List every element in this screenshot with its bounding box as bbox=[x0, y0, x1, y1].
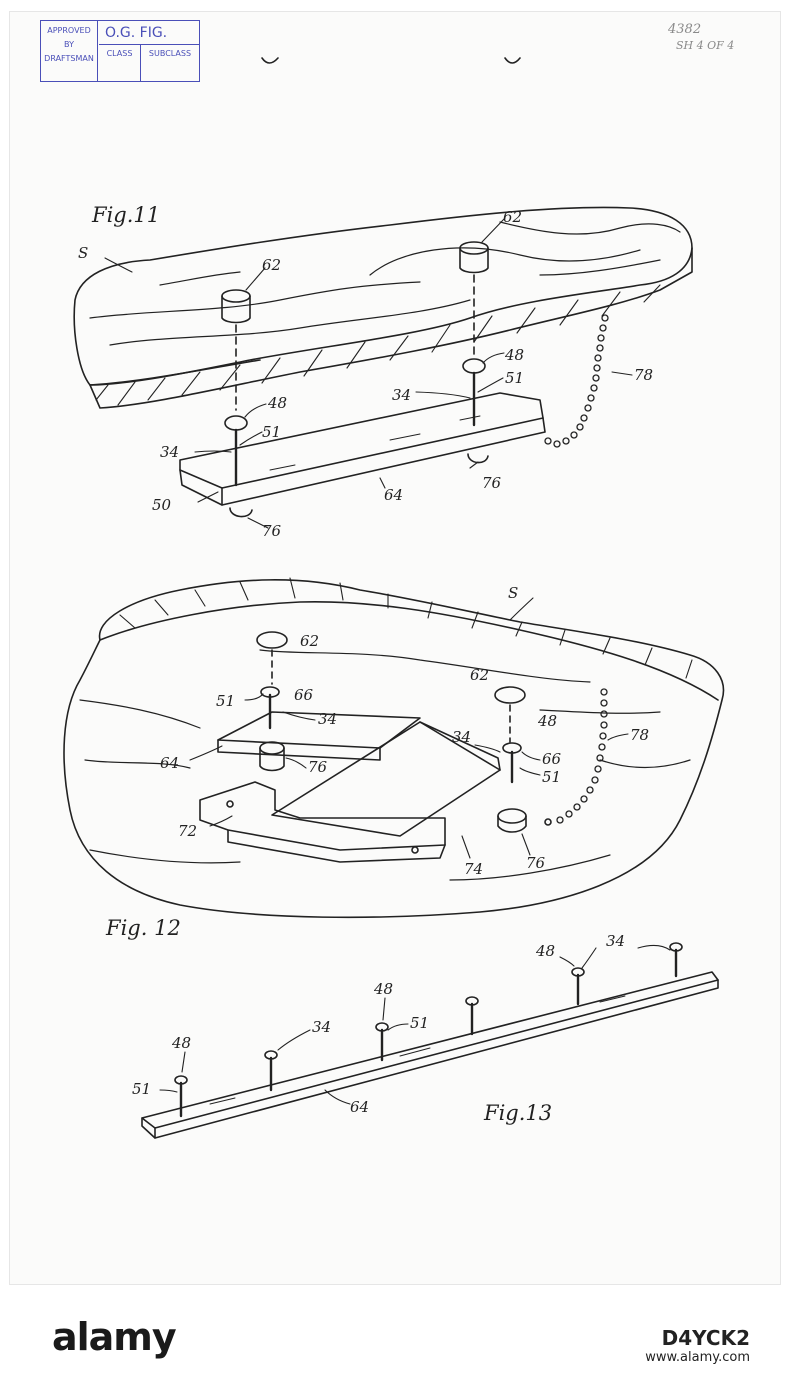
fig12-label-76-left: 76 bbox=[308, 758, 328, 776]
fig12-hatching bbox=[120, 578, 692, 678]
fig12-plate-screw bbox=[545, 819, 551, 825]
fig11-label-34-right: 34 bbox=[392, 386, 411, 404]
fig11-wood-grain bbox=[90, 222, 680, 345]
fig11-title: Fig.11 bbox=[91, 203, 160, 227]
fig11-insole-side bbox=[90, 248, 692, 408]
fig12-hole-right bbox=[495, 687, 525, 703]
fig12-label-76-right: 76 bbox=[526, 854, 546, 872]
fig12-insole-outline bbox=[64, 580, 723, 917]
fig12-label-64: 64 bbox=[160, 754, 179, 772]
fig11-insole-top bbox=[74, 207, 692, 385]
fig13-group: 48 51 34 48 51 64 48 34 Fig.13 bbox=[132, 932, 718, 1138]
fig12-magnet-left-body bbox=[260, 748, 284, 771]
fig11-label-51-left: 51 bbox=[262, 423, 281, 441]
alamy-logo: alamy bbox=[52, 1315, 176, 1359]
fig11-label-34-left: 34 bbox=[160, 443, 179, 461]
image-url: www.alamy.com bbox=[645, 1348, 750, 1368]
fig11-label-62-right: 62 bbox=[503, 208, 522, 226]
fig13-label-48-b: 48 bbox=[373, 980, 393, 998]
fig12-bracket-screw-right bbox=[412, 847, 418, 853]
fig12-label-78: 78 bbox=[630, 726, 649, 744]
fig13-label-51-a: 51 bbox=[132, 1080, 151, 1098]
fig12-hole-top bbox=[257, 632, 287, 648]
fig12-bracket bbox=[200, 782, 445, 850]
fig11-plate-shading bbox=[270, 416, 480, 470]
fig11-label-62-left: 62 bbox=[262, 256, 281, 274]
fig13-label-48-a: 48 bbox=[171, 1034, 191, 1052]
fig12-label-48-right: 48 bbox=[537, 712, 557, 730]
fig11-label-76-left: 76 bbox=[262, 522, 282, 540]
fig11-pin-left-head bbox=[225, 416, 247, 430]
fig13-label-34-a: 34 bbox=[312, 1018, 331, 1036]
fig12-sole-edge bbox=[100, 602, 718, 700]
fig11-label-64: 64 bbox=[384, 486, 403, 504]
fig13-label-51-b: 51 bbox=[410, 1014, 429, 1032]
punch-hole-right bbox=[505, 58, 520, 63]
fig11-group: Fig.11 S 62 62 48 51 34 48 51 34 50 64 7… bbox=[74, 203, 692, 540]
fig12-label-66-left: 66 bbox=[294, 686, 314, 704]
fig12-bracket-screw-left bbox=[227, 801, 233, 807]
fig13-strip bbox=[142, 972, 718, 1128]
image-id: D4YCK2 bbox=[645, 1328, 750, 1348]
fig12-label-34-left: 34 bbox=[318, 710, 337, 728]
fig11-label-78: 78 bbox=[634, 366, 653, 384]
fig11-label-50: 50 bbox=[152, 496, 172, 514]
fig11-magnet-right bbox=[468, 454, 488, 463]
fig12-label-74: 74 bbox=[464, 860, 483, 878]
fig11-hatching bbox=[96, 285, 660, 405]
fig12-label-66-right: 66 bbox=[542, 750, 562, 768]
fig13-strip-shading bbox=[210, 996, 625, 1104]
fig12-title: Fig. 12 bbox=[105, 916, 181, 940]
fig12-group: Fig. 12 S 62 62 51 66 34 64 76 48 34 66 … bbox=[64, 578, 723, 940]
fig12-label-51-left: 51 bbox=[216, 692, 235, 710]
fig12-label-51-right: 51 bbox=[542, 768, 561, 786]
fig12-magnet-right bbox=[498, 809, 526, 823]
fig12-label-62-top: 62 bbox=[300, 632, 319, 650]
fig11-pin-right-head bbox=[463, 359, 485, 373]
punch-hole-left bbox=[262, 58, 278, 63]
fig11-hole-left bbox=[222, 290, 250, 302]
fig12-label-62-right: 62 bbox=[470, 666, 489, 684]
fig12-label-34-right: 34 bbox=[452, 728, 471, 746]
patent-drawing: Fig.11 S 62 62 48 51 34 48 51 34 50 64 7… bbox=[0, 0, 790, 1300]
fig13-label-34-b: 34 bbox=[606, 932, 625, 950]
fig11-magnet-left bbox=[230, 508, 252, 517]
fig11-label-48-left: 48 bbox=[267, 394, 287, 412]
fig13-label-64: 64 bbox=[350, 1098, 369, 1116]
fig12-plate-edge bbox=[218, 740, 380, 760]
fig13-strip-edge bbox=[142, 980, 718, 1138]
fig11-label-51-right: 51 bbox=[505, 369, 524, 387]
fig12-magnet-right-body bbox=[498, 816, 526, 832]
fig11-label-s: S bbox=[78, 244, 88, 262]
fig13-label-48-c: 48 bbox=[535, 942, 555, 960]
fig12-label-s: S bbox=[508, 584, 518, 602]
fig11-label-48-right: 48 bbox=[504, 346, 524, 364]
fig13-title: Fig.13 bbox=[483, 1101, 552, 1125]
fig12-chain bbox=[557, 689, 607, 823]
image-meta: D4YCK2 www.alamy.com bbox=[645, 1328, 750, 1368]
fig11-label-76-right: 76 bbox=[482, 474, 502, 492]
fig11-chain bbox=[545, 315, 608, 447]
fig12-magnet-left bbox=[260, 742, 284, 754]
fig12-label-72: 72 bbox=[178, 822, 197, 840]
